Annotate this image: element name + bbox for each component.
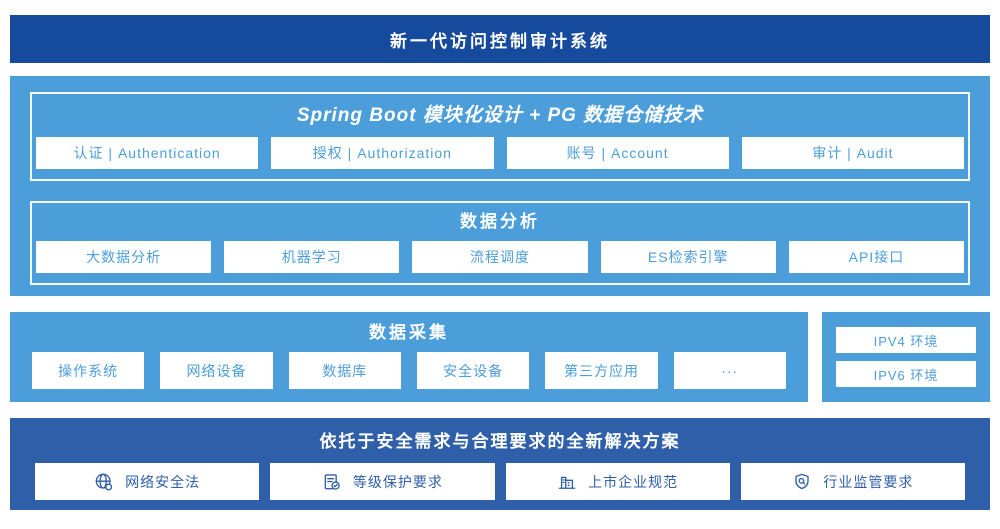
module-box-api: API接口 bbox=[788, 241, 965, 273]
solution-box-classified-protection: 等级保护要求 bbox=[270, 463, 495, 500]
ipv4-box: IPV4 环境 bbox=[836, 327, 976, 353]
solution-box-cybersecurity-law: 网络安全法 bbox=[35, 463, 260, 500]
source-box-third-party: 第三方应用 bbox=[545, 352, 658, 389]
shield-search-icon bbox=[792, 472, 812, 492]
solution-box-industry-regulation: 行业监管要求 bbox=[740, 463, 965, 500]
data-analysis-section: 数据分析 大数据分析 机器学习 流程调度 ES检索引擎 API接口 bbox=[30, 201, 970, 285]
data-collection-panel: 数据采集 操作系统 网络设备 数据库 安全设备 第三方应用 ··· bbox=[10, 312, 808, 402]
source-box-database: 数据库 bbox=[288, 352, 401, 389]
source-box-security-device: 安全设备 bbox=[416, 352, 530, 389]
module-box-account: 账号 | Account bbox=[506, 137, 729, 169]
module-box-bigdata: 大数据分析 bbox=[36, 241, 212, 273]
solution-label: 上市企业规范 bbox=[588, 473, 679, 490]
building-icon bbox=[557, 472, 577, 492]
spring-boot-section: Spring Boot 模块化设计 + PG 数据仓储技术 认证 | Authe… bbox=[30, 92, 970, 181]
architecture-container: Spring Boot 模块化设计 + PG 数据仓储技术 认证 | Authe… bbox=[10, 76, 990, 296]
solution-row: 网络安全法 等级保护要求 bbox=[35, 463, 965, 500]
collection-row: 数据采集 操作系统 网络设备 数据库 安全设备 第三方应用 ··· IPV4 环… bbox=[10, 312, 990, 402]
ip-environment-panel: IPV4 环境 IPV6 环境 bbox=[822, 312, 990, 402]
page-title: 新一代访问控制审计系统 bbox=[390, 31, 610, 51]
solution-label: 等级保护要求 bbox=[352, 473, 443, 490]
module-box-authentication: 认证 | Authentication bbox=[36, 137, 259, 169]
solution-panel: 依托于安全需求与合理要求的全新解决方案 网络安全法 bbox=[10, 418, 990, 510]
source-box-more: ··· bbox=[673, 352, 786, 389]
collection-source-row: 操作系统 网络设备 数据库 安全设备 第三方应用 ··· bbox=[32, 352, 786, 389]
spring-boot-section-title: Spring Boot 模块化设计 + PG 数据仓储技术 bbox=[296, 105, 704, 126]
solution-label: 网络安全法 bbox=[125, 473, 201, 490]
data-analysis-title: 数据分析 bbox=[460, 212, 540, 231]
module-box-audit: 审计 | Audit bbox=[741, 137, 964, 169]
solution-label: 行业监管要求 bbox=[823, 473, 914, 490]
solution-title: 依托于安全需求与合理要求的全新解决方案 bbox=[319, 432, 681, 451]
architecture-module-row: 认证 | Authentication 授权 | Authorization 账… bbox=[36, 137, 964, 169]
source-box-network-device: 网络设备 bbox=[160, 352, 273, 389]
document-check-icon bbox=[322, 472, 342, 492]
diagram-page: 新一代访问控制审计系统 Spring Boot 模块化设计 + PG 数据仓储技… bbox=[10, 15, 990, 510]
module-box-ml: 机器学习 bbox=[224, 241, 400, 273]
module-box-authorization: 授权 | Authorization bbox=[271, 137, 494, 169]
ipv6-box: IPV6 环境 bbox=[836, 361, 976, 387]
solution-box-listed-company: 上市企业规范 bbox=[505, 463, 730, 500]
globe-icon bbox=[94, 472, 114, 492]
analysis-module-row: 大数据分析 机器学习 流程调度 ES检索引擎 API接口 bbox=[36, 241, 965, 273]
title-bar: 新一代访问控制审计系统 bbox=[10, 15, 990, 63]
module-box-scheduling: 流程调度 bbox=[412, 241, 588, 273]
module-box-es: ES检索引擎 bbox=[600, 241, 776, 273]
source-box-os: 操作系统 bbox=[32, 352, 145, 389]
data-collection-title: 数据采集 bbox=[369, 323, 449, 342]
